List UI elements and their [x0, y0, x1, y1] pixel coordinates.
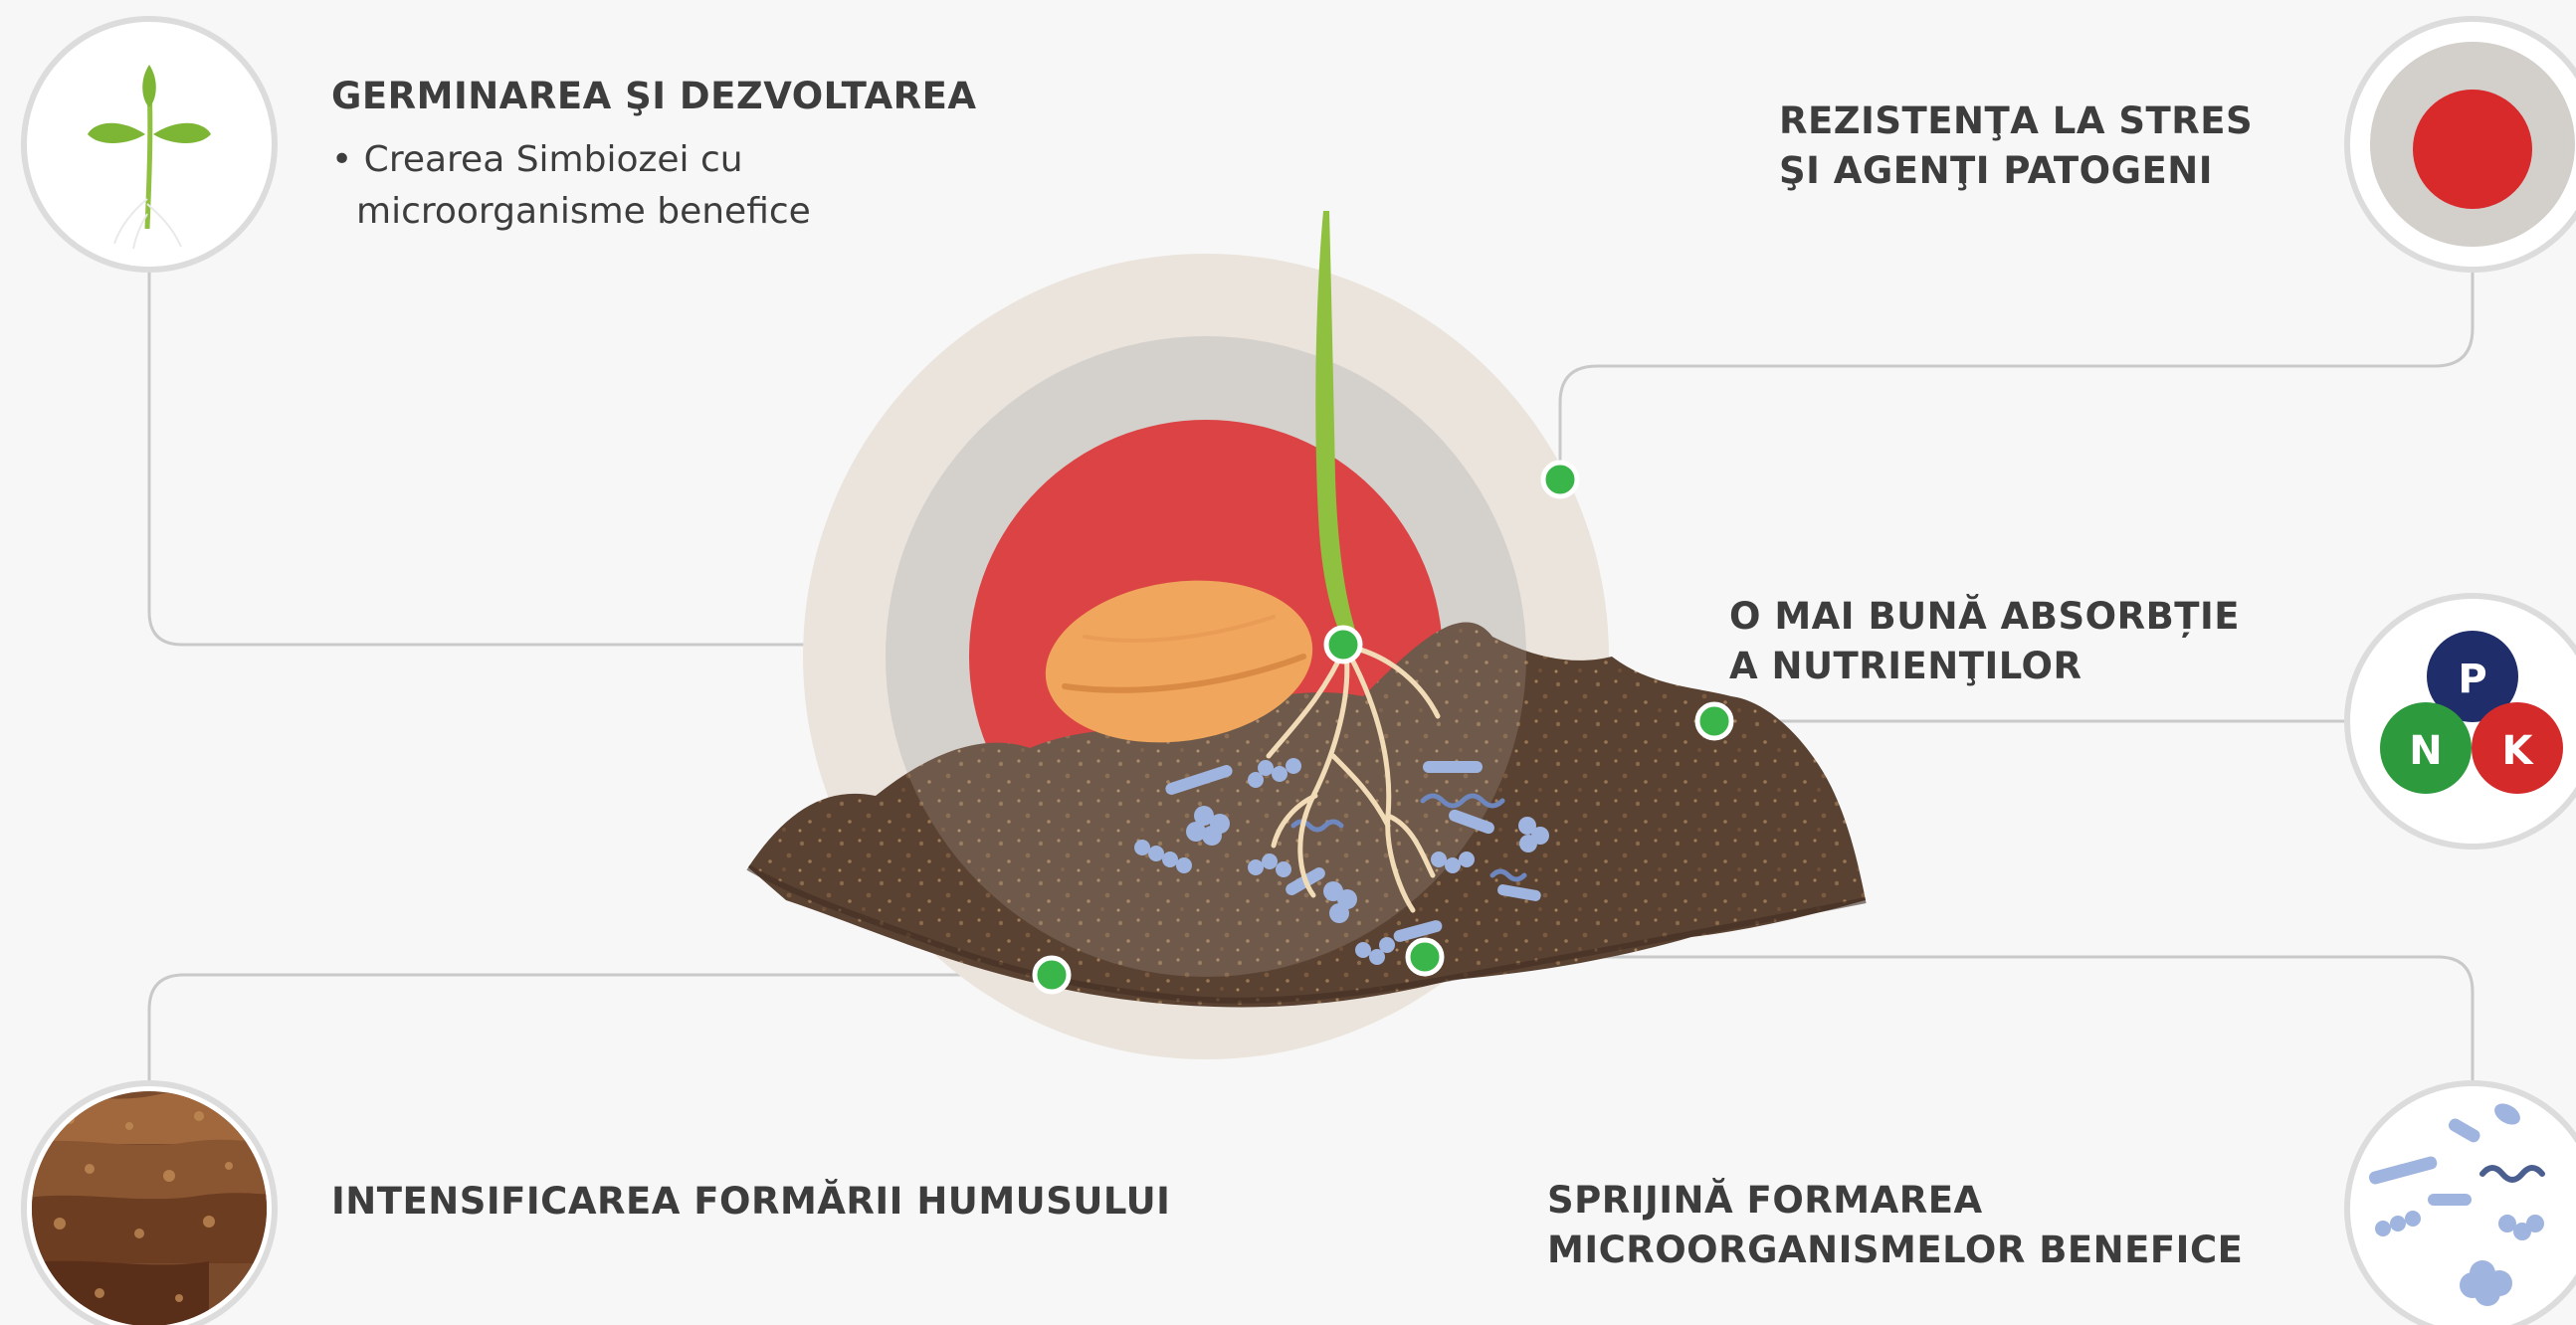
humus-title: INTENSIFICAREA FORMĂRII HUMUSULUI	[331, 1180, 1171, 1223]
stress-title-line1: REZISTENŢA LA STRES	[1779, 99, 2254, 142]
soil-microbes	[1134, 758, 1549, 965]
npk-k-ball	[2472, 702, 2563, 794]
soil-layers-icon	[21, 1080, 278, 1325]
connector-humus	[147, 973, 1052, 1091]
absorption-title-line2: A NUTRIENŢILOR	[1729, 645, 2082, 687]
germination-title: GERMINAREA ŞI DEZVOLTAREA	[331, 75, 977, 117]
microorganisms-title-line1: SPRIJINĂ FORMAREA	[1547, 1179, 1983, 1222]
red-shield-circle-icon	[2344, 16, 2576, 273]
npk-p-ball	[2427, 631, 2518, 722]
seed	[1045, 580, 1313, 743]
dot-germination	[1323, 625, 1363, 664]
npk-icon: P N K	[2344, 593, 2576, 850]
dot-humus	[1032, 955, 1072, 995]
microbes-icon	[2344, 1080, 2576, 1325]
npk-p-label: P	[2458, 657, 2486, 702]
connector-germination	[147, 262, 1343, 647]
npk-n-ball	[2380, 702, 2472, 794]
absorption-title: O MAI BUNĂ ABSORBȚIE A NUTRIENŢILOR	[1729, 592, 2240, 691]
dot-absorption	[1694, 701, 1734, 741]
stress-title-line2: ŞI AGENŢI PATOGENI	[1779, 149, 2213, 192]
seed-roots	[1266, 642, 1441, 913]
germination-bullet-line1: • Crearea Simbiozei cu	[331, 139, 743, 180]
microorganisms-title: SPRIJINĂ FORMAREA MICROORGANISMELOR BENE…	[1547, 1176, 2243, 1275]
npk-k-label: K	[2502, 728, 2535, 774]
germination-bullet: • Crearea Simbiozei cu microorganisme be…	[331, 134, 811, 238]
connector-microorganisms	[1425, 955, 2475, 1091]
connector-stress	[1558, 262, 2475, 477]
absorption-title-line1: O MAI BUNĂ ABSORBȚIE	[1729, 595, 2241, 638]
sprout-icon	[21, 16, 278, 273]
npk-n-label: N	[2409, 728, 2442, 774]
dot-microorganisms	[1405, 937, 1445, 977]
sprout-stem	[1315, 211, 1359, 645]
stress-title: REZISTENŢA LA STRES ŞI AGENŢI PATOGENI	[1779, 96, 2253, 196]
germination-bullet-line2: microorganisme benefice	[356, 191, 811, 232]
connector-lines	[147, 262, 2475, 1091]
dot-stress	[1540, 460, 1580, 499]
microorganisms-title-line2: MICROORGANISMELOR BENEFICE	[1547, 1229, 2244, 1271]
connector-dots	[1032, 460, 1734, 995]
